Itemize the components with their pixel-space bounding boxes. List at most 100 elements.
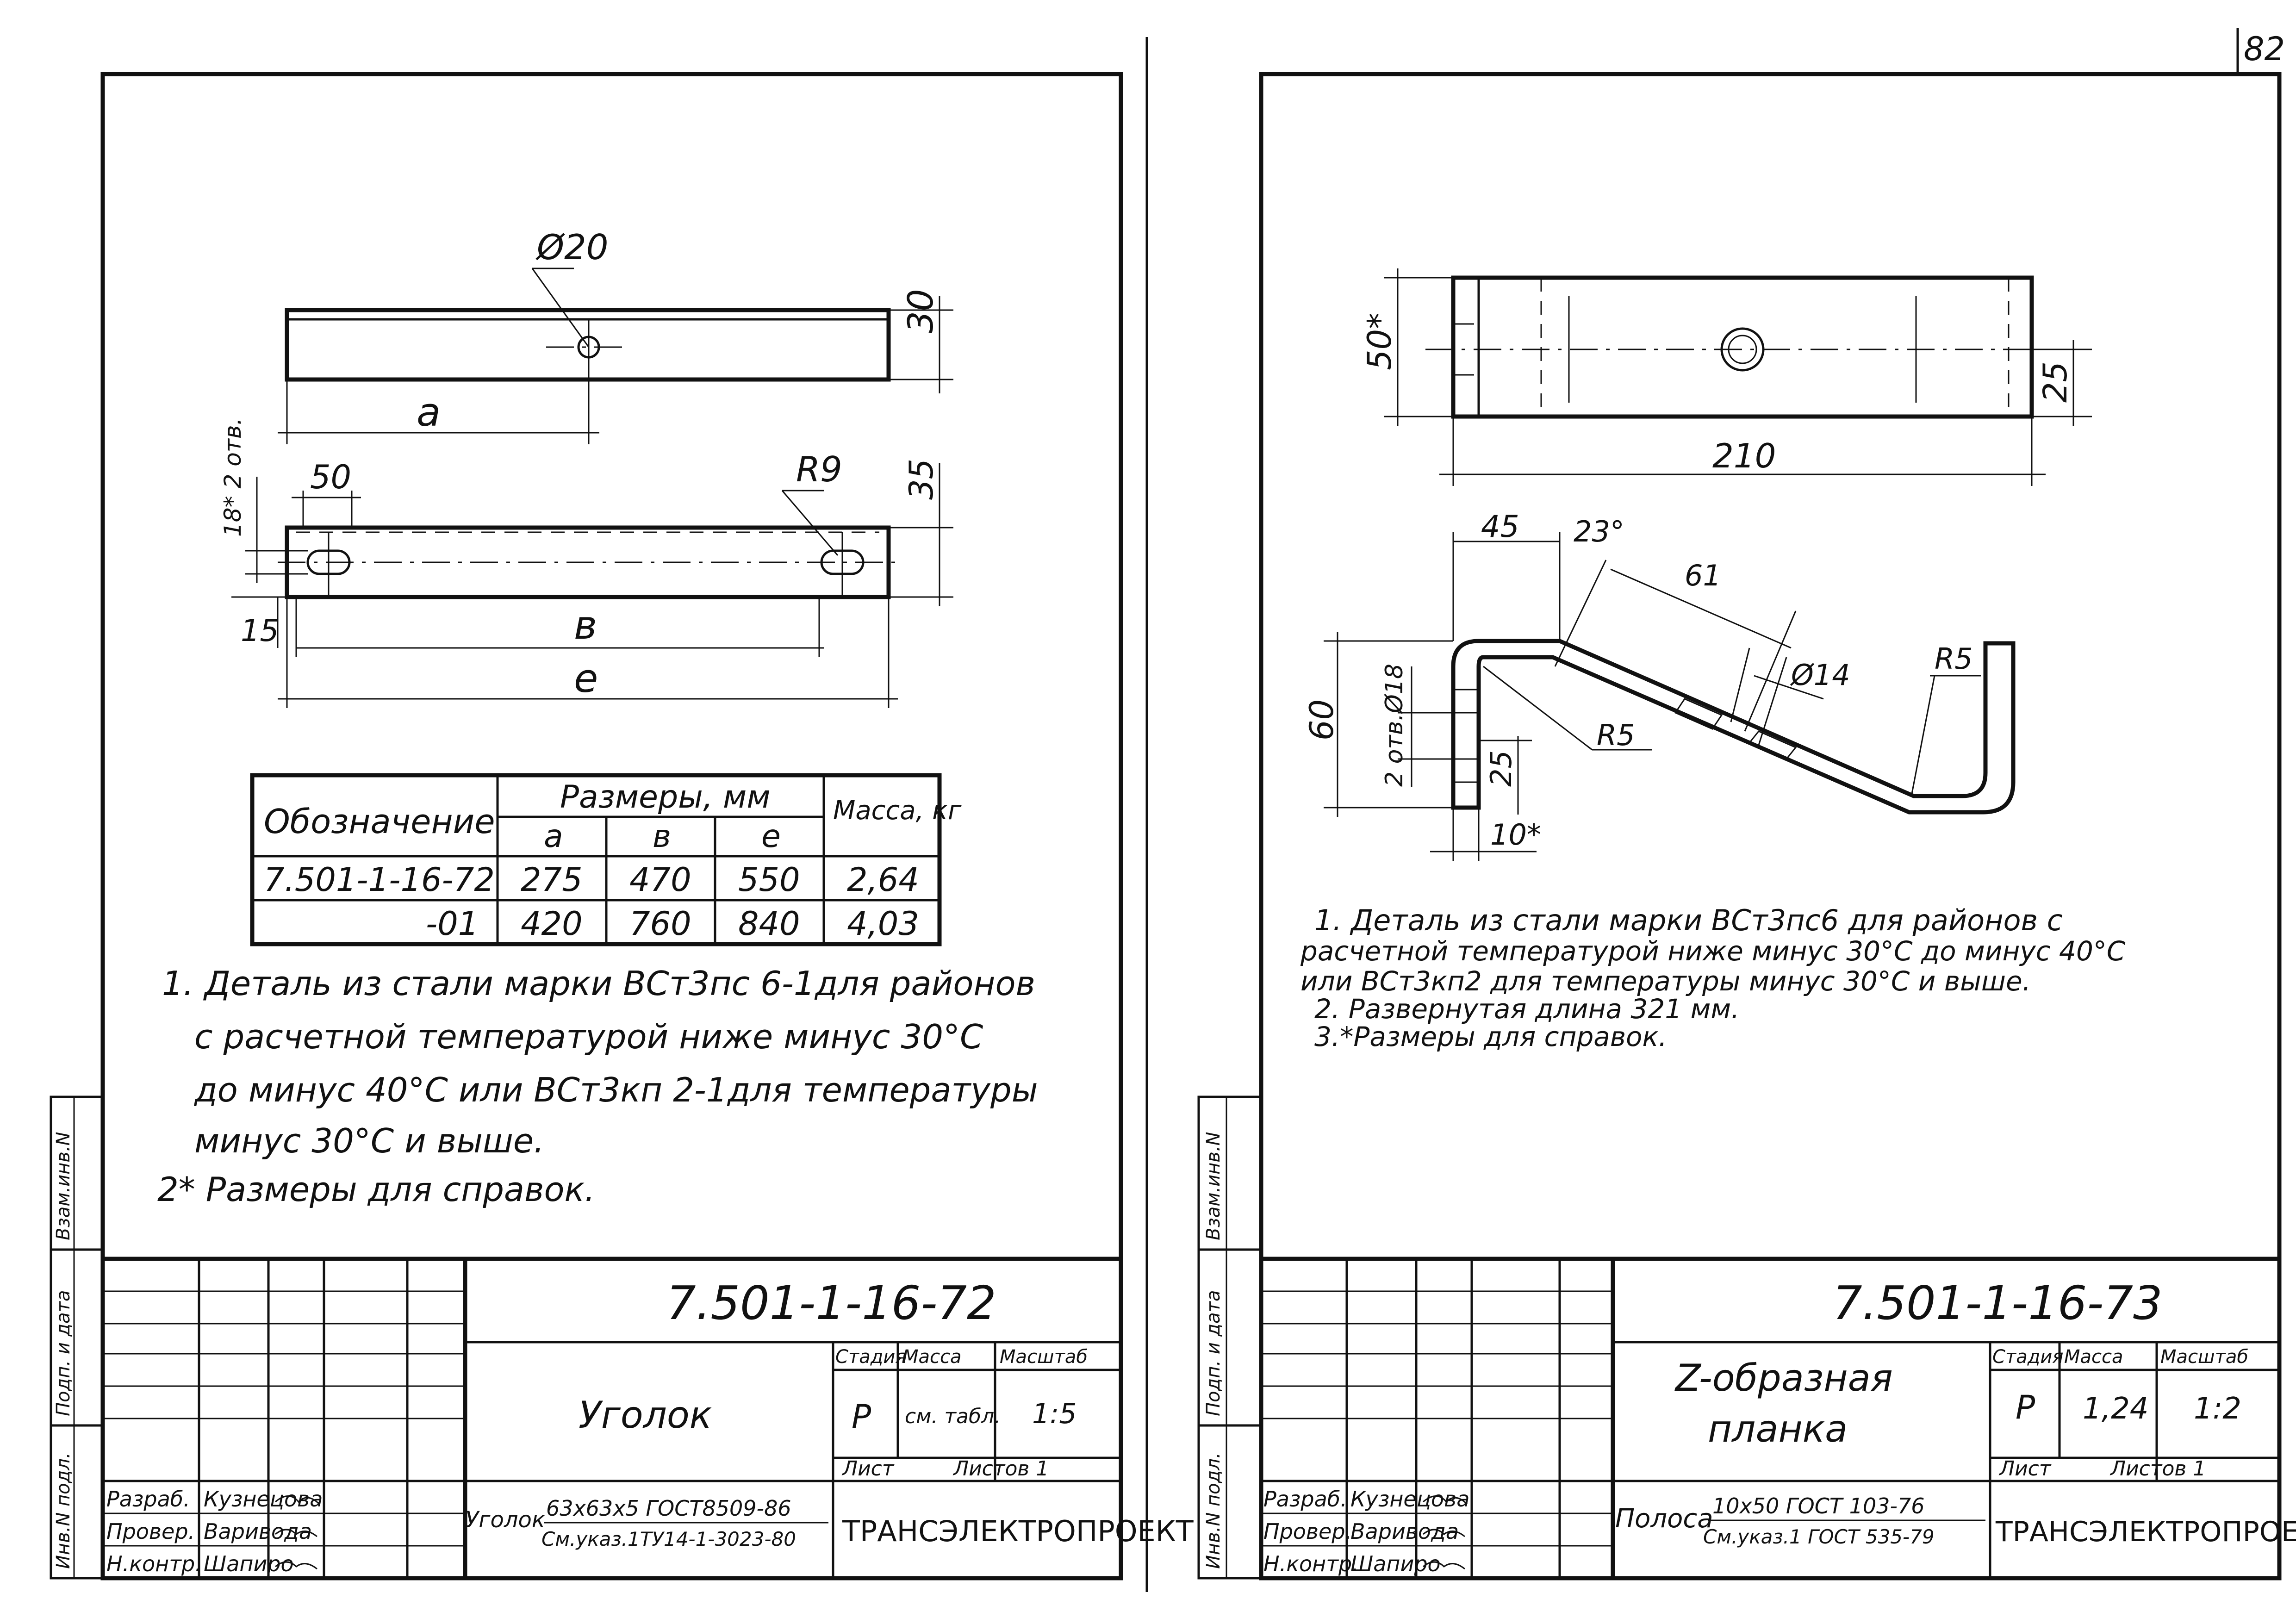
dim-25: 25	[2036, 361, 2074, 403]
table-row-2-mass: 4,03	[847, 905, 919, 943]
left-mass: см. табл.	[905, 1405, 1001, 1428]
left-name-2: Варивода	[204, 1519, 312, 1544]
right-stamp-title-1: Z-образная	[1674, 1356, 1893, 1400]
right-scale: 1:2	[2194, 1392, 2241, 1426]
right-note-line-1: 1. Деталь из стали марки ВСт3пс6 для рай…	[1314, 903, 2063, 937]
right-sheet: Инв.N подл. Подп. и дата Взам.инв.N 50*	[1197, 72, 2296, 1580]
dim-d14: Ø14	[1790, 658, 1850, 692]
left-material-bottom: См.указ.1ТУ14-1-3023-80	[541, 1528, 796, 1550]
left-note-line-5: 2* Размеры для справок.	[157, 1170, 595, 1209]
right-note-line-3: или ВСт3кп2 для температуры минус 30°С и…	[1300, 965, 2031, 997]
dim-r5-outer: R5	[1935, 642, 1973, 676]
dim-15: 15	[241, 614, 279, 648]
left-note-line-4: минус 30°С и выше.	[194, 1121, 544, 1160]
left-side-label-inv: Инв.N подл.	[53, 1452, 74, 1569]
dim-50: 50	[310, 458, 351, 496]
dim-60: 60	[1303, 699, 1341, 740]
left-name-1: Кузнецова	[204, 1487, 323, 1512]
dim-l: e	[574, 656, 598, 702]
right-org: ТРАНСЭЛЕКТРОПРОЕКТ	[1995, 1516, 2296, 1548]
left-note-line-3: до минус 40°С или ВСт3кп 2-1для температ…	[193, 1070, 1038, 1109]
dim-r9: R9	[796, 449, 842, 490]
right-side-label-inv: Инв.N подл.	[1203, 1452, 1224, 1569]
right-role-2: Провер.	[1263, 1519, 1352, 1544]
dim-b: в	[574, 603, 597, 648]
left-side-strip	[50, 1095, 104, 1580]
right-stamp-title-2: планка	[1708, 1407, 1848, 1450]
dim-10-star: 10*	[1490, 818, 1541, 852]
left-note-line-2: с расчетной температурой ниже минус 30°С	[194, 1017, 983, 1056]
right-frame	[1259, 72, 2282, 1580]
right-role-1: Разраб.	[1263, 1487, 1347, 1512]
left-sheet-header: Лист	[841, 1457, 895, 1481]
left-sheet: Инв.N подл. Подп. и дата Взам.инв.N Ø20 …	[50, 72, 1194, 1580]
right-note-line-5: 3.*Размеры для справок.	[1314, 1021, 1667, 1052]
dim-25-lower: 25	[1484, 750, 1518, 787]
right-mass: 1,24	[2083, 1392, 2149, 1426]
right-stage: Р	[2016, 1388, 2035, 1426]
right-side-label-sign: Подп. и дата	[1203, 1290, 1224, 1416]
right-name-3: Шапиро	[1350, 1551, 1441, 1576]
right-side-view: 45 23° 61 Ø14 R5 R5 60	[1303, 510, 2016, 861]
left-role-1: Разраб.	[106, 1487, 190, 1512]
dim-holes: 18* 2 отв.	[219, 418, 246, 537]
left-size-table: Обозначение Размеры, мм Масса, кг a в e …	[250, 773, 962, 946]
table-row-1-mass: 2,64	[847, 861, 919, 899]
left-mass-header: Масса	[902, 1346, 962, 1368]
z-profile	[1451, 639, 2016, 815]
table-h-a: a	[544, 818, 563, 855]
dim-210: 210	[1712, 436, 1776, 475]
right-role-3: Н.контр.	[1263, 1551, 1359, 1576]
left-role-3: Н.контр.	[106, 1551, 202, 1576]
left-scale: 1:5	[1032, 1398, 1077, 1430]
left-top-view: Ø20 30 a	[278, 227, 953, 444]
dim-a: a	[417, 390, 441, 436]
left-org: ТРАНСЭЛЕКТРОПРОЕКТ	[842, 1514, 1194, 1548]
dim-50-star: 50*	[1361, 313, 1399, 370]
right-top-view: 50* 25 210	[1361, 268, 2092, 486]
right-stage-header: Стадия	[1992, 1346, 2063, 1368]
table-row-1-l: 550	[738, 861, 800, 899]
left-note-line-1: 1. Деталь из стали марки ВСт3пс 6-1для р…	[162, 964, 1035, 1003]
left-stamp-title: Уголок	[579, 1394, 712, 1437]
table-row-2-l: 840	[738, 905, 800, 943]
right-material-top: 10х50 ГОСТ 103-76	[1712, 1493, 1925, 1518]
dim-35: 35	[902, 459, 940, 500]
dim-45: 45	[1481, 510, 1519, 544]
right-notes: 1. Деталь из стали марки ВСт3пс6 для рай…	[1300, 903, 2126, 1052]
left-side-label-repl: Взам.инв.N	[53, 1132, 74, 1240]
dim-30: 30	[900, 289, 941, 333]
right-sheet-header: Лист	[1998, 1457, 2052, 1481]
table-row-1-b: 470	[629, 861, 691, 899]
right-note-line-4: 2. Развернутая длина 321 мм.	[1314, 993, 1740, 1025]
right-material-bottom: См.указ.1 ГОСТ 535-79	[1703, 1525, 1935, 1548]
dim-23deg: 23°	[1574, 515, 1624, 548]
left-signature-2	[275, 1529, 317, 1537]
table-h-sizes: Размеры, мм	[560, 779, 771, 815]
left-stamp-code: 7.501-1-16-72	[666, 1276, 996, 1330]
right-material-name: Полоса	[1615, 1504, 1713, 1534]
left-notes: 1. Деталь из стали марки ВСт3пс 6-1для р…	[157, 964, 1038, 1209]
table-h-mass: Масса, кг	[833, 796, 962, 826]
dim-holes-d18: 2 отв.Ø18	[1381, 664, 1408, 787]
left-signature-3	[275, 1561, 317, 1570]
table-row-2-a: 420	[521, 905, 583, 943]
right-signature-1	[1423, 1495, 1468, 1505]
left-bottom-view: R9 50 35 18* 2 отв. 15 в	[219, 418, 953, 708]
right-name-1: Кузнецова	[1350, 1487, 1469, 1512]
page-number: 82	[2244, 30, 2285, 68]
left-material-name: Уголок	[465, 1507, 545, 1533]
right-scale-header: Масштаб	[2160, 1346, 2248, 1368]
left-frame	[100, 72, 1123, 1580]
left-title-block: Разраб. Провер. Н.контр. Кузнецова Варив…	[103, 1257, 1194, 1578]
left-stage: Р	[852, 1398, 871, 1436]
right-mass-header: Масса	[2064, 1346, 2123, 1368]
left-role-2: Провер.	[106, 1519, 195, 1544]
left-material-top: 63х63х5 ГОСТ8509-86	[546, 1496, 791, 1521]
right-note-line-2: расчетной температурой ниже минус 30°С д…	[1300, 935, 2126, 967]
table-row-1-a: 275	[521, 861, 583, 899]
table-h-designation: Обозначение	[264, 802, 495, 841]
left-sheets-header: Листов 1	[952, 1457, 1049, 1481]
right-signature-3	[1423, 1561, 1465, 1570]
